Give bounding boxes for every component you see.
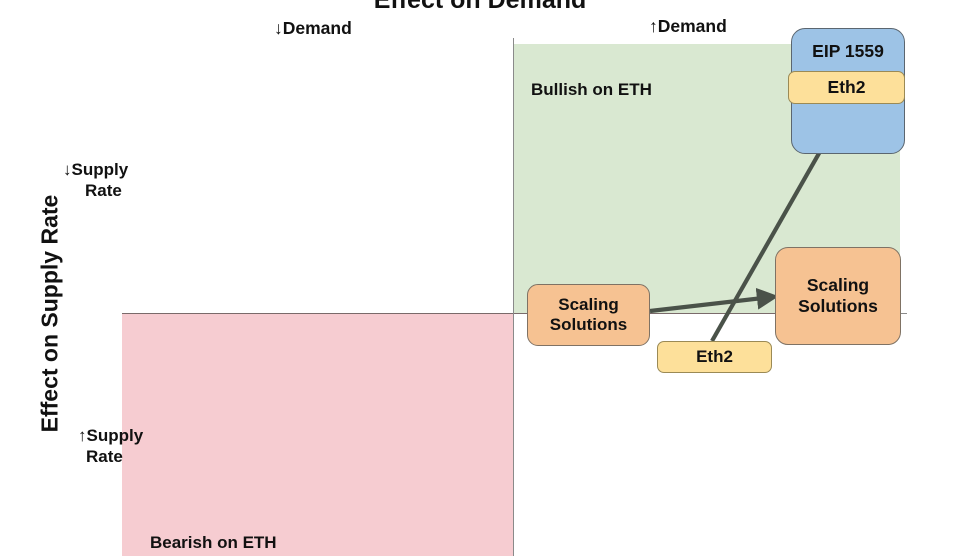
axis-label-supply-rate-increase: ↑Supply Rate (78, 426, 143, 467)
node-eth2-top-label: Eth2 (827, 77, 866, 97)
node-scaling-right-line1: Scaling (806, 275, 870, 295)
quadrant-label-bearish: Bearish on ETH (150, 533, 277, 552)
supply-decrease-line2: Rate (85, 180, 122, 200)
supply-increase-line1: ↑Supply (78, 426, 144, 445)
x-axis-line (122, 313, 907, 314)
node-scaling-left-line1: Scaling (558, 294, 619, 314)
axis-label-demand-increase: ↑Demand (649, 16, 727, 36)
axis-label-demand-decrease: ↓Demand (274, 18, 352, 38)
node-eth2-low-label: Eth2 (696, 346, 733, 366)
page-title: Effect on Demand (373, 0, 587, 14)
y-axis-title: Effect on Supply Rate (36, 194, 63, 433)
node-scaling-solutions-left[interactable]: Scaling Solutions (527, 284, 650, 346)
axis-label-supply-rate-decrease: ↓Supply Rate (63, 160, 128, 201)
quadrant-bearish-region (122, 313, 514, 556)
quadrant-label-bullish: Bullish on ETH (531, 80, 652, 99)
node-eip-1559-label: EIP 1559 (812, 41, 884, 61)
node-eth2-low[interactable]: Eth2 (657, 341, 772, 373)
node-scaling-right-line2: Solutions (798, 296, 878, 316)
supply-increase-line2: Rate (86, 446, 123, 466)
y-axis-line (513, 38, 514, 556)
supply-decrease-line1: ↓Supply (63, 160, 129, 179)
node-scaling-solutions-right[interactable]: Scaling Solutions (775, 247, 901, 345)
node-scaling-left-line2: Solutions (549, 315, 628, 334)
node-eth2-top[interactable]: Eth2 (788, 71, 905, 104)
